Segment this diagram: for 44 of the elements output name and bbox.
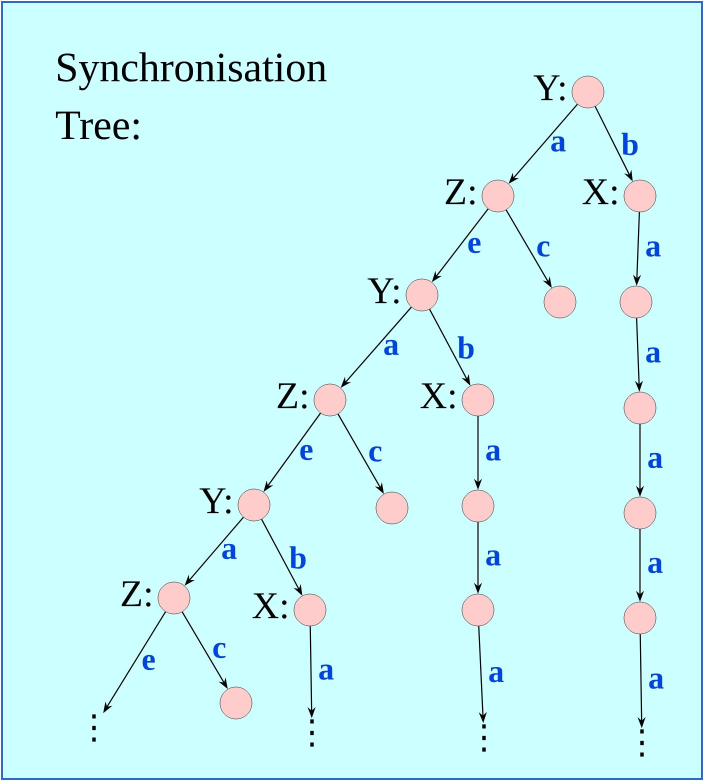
state-label: X: — [420, 383, 455, 409]
edge-label: a — [646, 241, 661, 257]
edge-label: a — [649, 674, 664, 689]
edge-label: a — [551, 136, 566, 152]
edge-label: c — [537, 241, 550, 257]
state-circle — [624, 496, 656, 530]
edge-label: a — [648, 452, 663, 468]
edge-label: a — [486, 445, 501, 461]
state-circle — [376, 492, 408, 524]
title: Synchronisation Tree: — [56, 52, 327, 140]
ellipsis-text: ⋮ — [482, 724, 486, 752]
edge-label: b — [622, 132, 638, 156]
state-circle — [462, 594, 494, 626]
edge-label: b — [458, 336, 474, 359]
state-circle — [462, 490, 494, 522]
ellipsis-text: ⋮ — [640, 729, 644, 757]
edge-label: e — [468, 238, 481, 254]
ellipsis-text: ⋮ — [310, 719, 314, 747]
edge-label: b — [290, 546, 306, 569]
edge-label: e — [300, 444, 313, 460]
state-circle — [544, 286, 576, 318]
edge-label: a — [489, 667, 504, 682]
state-label: X: — [582, 179, 617, 205]
state-label: Z: — [278, 383, 307, 409]
edge-label: a — [646, 347, 661, 363]
state-label: Y: — [534, 75, 565, 101]
state-label: Y: — [200, 488, 231, 514]
edge-label: a — [222, 544, 237, 560]
edge-label: a — [384, 340, 399, 356]
edge-label: a — [319, 664, 334, 680]
edge-label: a — [486, 550, 501, 566]
state-label: Z: — [122, 581, 151, 607]
state-circle — [620, 286, 652, 318]
edge-label: c — [213, 642, 226, 658]
ellipsis-text: ⋮ — [92, 714, 96, 742]
state-circle — [624, 392, 656, 424]
state-circle — [624, 602, 656, 634]
state-label: Z: — [446, 179, 475, 205]
state-circle — [220, 686, 252, 720]
state-label: X: — [252, 593, 287, 619]
edge-label: e — [142, 654, 155, 670]
edge-label: c — [369, 446, 382, 462]
state-label: Y: — [368, 278, 399, 304]
edge-label: a — [648, 558, 663, 574]
